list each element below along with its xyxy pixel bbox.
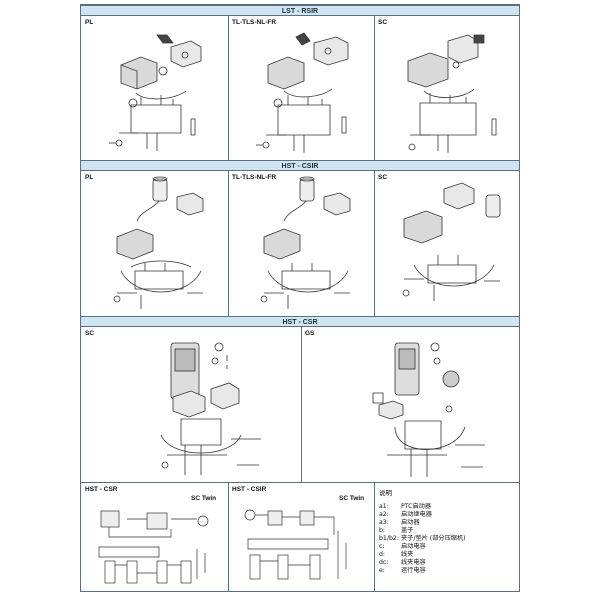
panel-label-bottom-mid: HST - CSIR: [232, 486, 267, 493]
divider: [301, 327, 302, 483]
diagram-sheet: LST - RSIR HST - CSIR HST - CSR PL TL-TL…: [80, 4, 520, 592]
wiring-drawing-lst-tl: [248, 25, 368, 157]
wiring-drawing-lst-pl: [101, 25, 221, 157]
legend-item: e: 运行电容: [379, 567, 519, 575]
legend-text: 夹子/垫片 (部分压缩机): [401, 535, 466, 542]
legend-text: 运行电容: [401, 567, 426, 574]
wiring-drawing-bottom-mid: [234, 503, 372, 591]
wiring-drawing-lst-sc: [394, 25, 514, 157]
legend-item: dc: 线夹电容: [379, 559, 519, 567]
divider: [81, 482, 519, 483]
divider: [374, 16, 375, 160]
legend-item: d: 线夹: [379, 551, 519, 559]
section-header-hst-csir: HST - CSIR: [81, 160, 519, 171]
legend-text: 线夹电容: [401, 559, 426, 566]
legend-key: c:: [379, 543, 385, 550]
divider: [228, 171, 229, 316]
legend-text: 启动器: [401, 519, 420, 526]
legend-item: b1/b2:夹子/垫片 (部分压缩机): [379, 535, 519, 543]
divider: [228, 482, 229, 592]
legend-key: dc:: [379, 559, 389, 566]
panel-label-csr-sc: SC: [85, 330, 95, 337]
legend-item: c: 启动电容: [379, 543, 519, 551]
legend-key: a2:: [379, 511, 389, 518]
wiring-drawing-csir-pl: [101, 175, 221, 313]
section-header-lst-rsir: LST - RSIR: [81, 5, 519, 16]
legend-title: 说明: [379, 489, 392, 497]
panel-label-csir-sc: SC: [378, 174, 388, 181]
legend-text: 启动继电器: [401, 511, 432, 518]
legend-key: d:: [379, 551, 386, 558]
legend: 说明 a1: PTC启动器 a2: 启动继电器 a3: 启动器 b: 盖子 b1/b2:…: [379, 487, 519, 575]
wiring-drawing-csir-sc: [394, 175, 514, 313]
legend-list: a1: PTC启动器 a2: 启动继电器 a3: 启动器 b: 盖子 b1/b2:夹子/…: [379, 503, 519, 575]
divider: [228, 16, 229, 160]
legend-key: e:: [379, 567, 385, 574]
panel-sublabel-bottom-mid: SC Twin: [339, 495, 365, 502]
wiring-drawing-csir-tl: [248, 175, 368, 313]
panel-label-csir-tl: TL-TLS-NL-FR: [232, 174, 277, 181]
divider: [374, 482, 375, 592]
wiring-drawing-csr-gs: [365, 335, 515, 481]
legend-text: 盖子: [401, 527, 414, 534]
section-header-hst-csr: HST - CSR: [81, 316, 519, 327]
panel-label-csr-gs: GS: [305, 330, 315, 337]
legend-key: a1:: [379, 503, 389, 510]
legend-key: b1/b2:: [379, 535, 399, 542]
panel-label-lst-pl: PL: [85, 19, 94, 26]
panel-label-csir-pl: PL: [85, 174, 94, 181]
legend-item: a2: 启动继电器: [379, 511, 519, 519]
legend-item: a3: 启动器: [379, 519, 519, 527]
legend-text: 线夹: [401, 551, 414, 558]
legend-text: PTC启动器: [401, 503, 432, 510]
wiring-drawing-bottom-left: [87, 503, 225, 591]
panel-label-lst-sc: SC: [378, 19, 388, 26]
wiring-drawing-csr-sc: [141, 335, 291, 481]
legend-text: 启动电容: [401, 543, 426, 550]
panel-label-bottom-left: HST - CSR: [85, 486, 118, 493]
divider: [374, 171, 375, 316]
panel-label-lst-tl: TL-TLS-NL-FR: [232, 19, 277, 26]
legend-key: a3:: [379, 519, 389, 526]
legend-key: b:: [379, 527, 386, 534]
legend-item: a1: PTC启动器: [379, 503, 519, 511]
panel-sublabel-bottom-left: SC Twin: [191, 495, 217, 502]
legend-item: b: 盖子: [379, 527, 519, 535]
